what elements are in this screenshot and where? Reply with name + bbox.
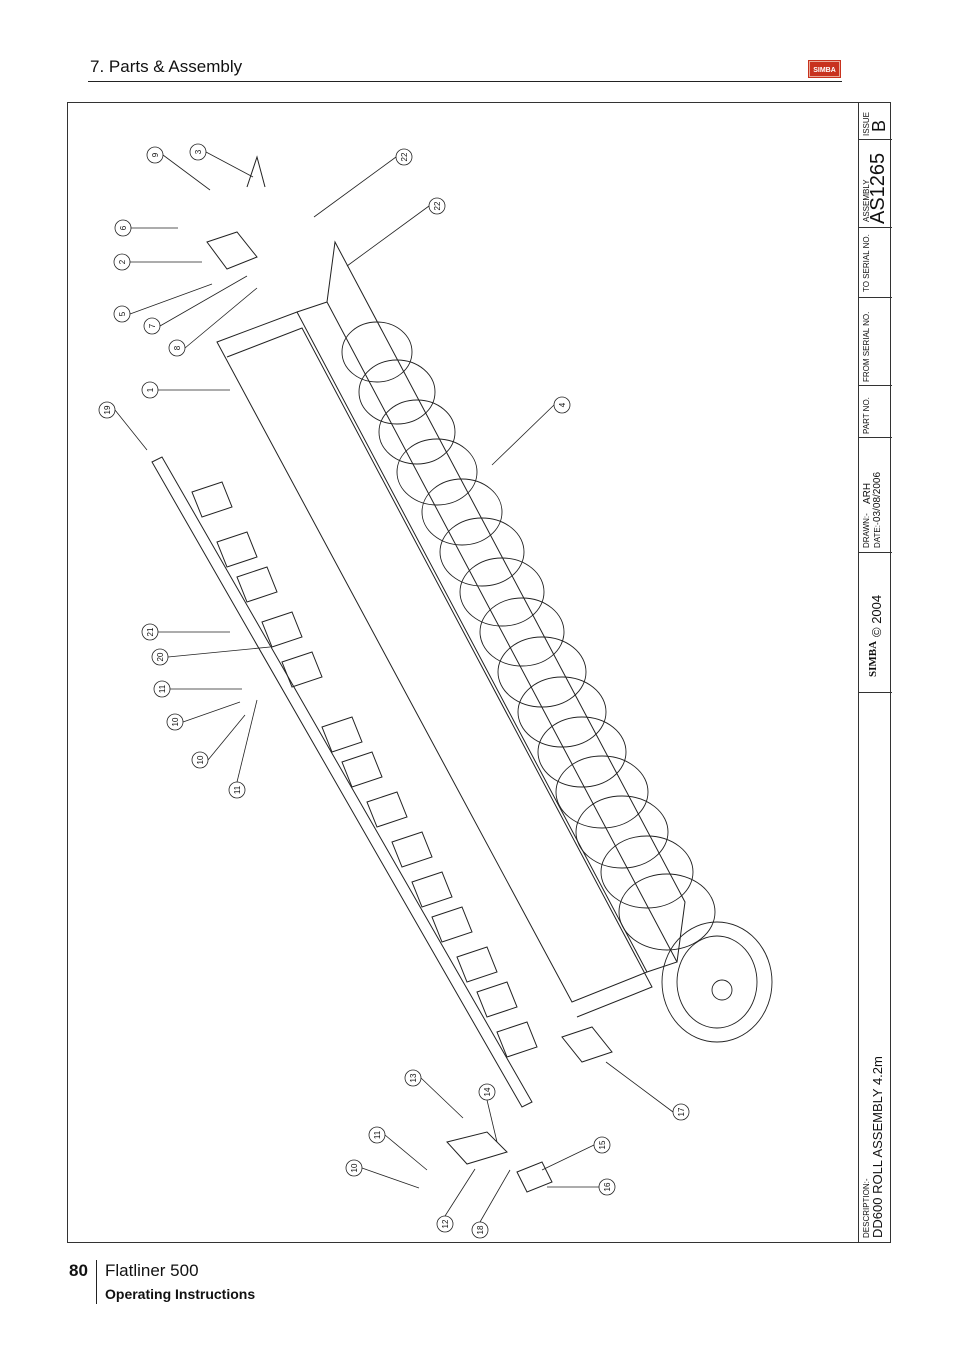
callout [491, 396, 571, 466]
callout [541, 1136, 611, 1171]
callout-label: 12 [441, 1219, 450, 1228]
callout-label: 3 [194, 149, 203, 154]
date-value: 03/08/2006 [872, 471, 883, 522]
footer-divider [96, 1260, 97, 1304]
callout [605, 1061, 690, 1121]
callout [191, 714, 246, 769]
callout-label: 10 [350, 1163, 359, 1172]
drawing-frame [67, 102, 891, 1243]
section-title: 7. Parts & Assembly [90, 57, 243, 76]
callout-label: 17 [677, 1107, 686, 1116]
callout [547, 1178, 616, 1196]
callout-label: 22 [400, 152, 409, 161]
from-serial-label: FROM SERIAL NO. [862, 311, 871, 382]
callout-label: 20 [156, 652, 165, 661]
callout [471, 1169, 511, 1239]
date-label: DATE:- [873, 522, 882, 548]
callout [146, 146, 211, 191]
callout-label: 10 [171, 717, 180, 726]
logo-text: SIMBA [813, 67, 836, 74]
callout [368, 1126, 428, 1171]
issue-value: B [869, 119, 889, 132]
callout [189, 143, 254, 178]
callout-label: 15 [598, 1140, 607, 1149]
callout [151, 646, 271, 666]
callout-label: 16 [603, 1182, 612, 1191]
callout-label: 9 [151, 152, 160, 157]
callout-label: 6 [119, 225, 128, 230]
callout [113, 283, 213, 323]
callout-label: 21 [146, 627, 155, 636]
product-name: Flatliner 500 [105, 1261, 199, 1280]
callout-label: 18 [476, 1225, 485, 1234]
brand-mark: SIMBA [867, 640, 879, 677]
drawn-label: DRAWN:- [862, 513, 871, 548]
callout-label: 10 [196, 755, 205, 764]
part-no-label: PART NO. [862, 397, 871, 434]
callout [228, 699, 258, 799]
callout [313, 148, 413, 218]
callout-group [98, 143, 690, 1239]
roll-discs [341, 321, 773, 1043]
callout-labels: 9 3 6 2 5 7 8 22 22 1 4 19 21 20 11 10 1… [103, 149, 686, 1234]
callout [478, 1083, 498, 1143]
callout [168, 287, 258, 357]
callout-label: 1 [146, 387, 155, 392]
callout-label: 13 [409, 1073, 418, 1082]
description-value: DD600 ROLL ASSEMBLY 4.2m [870, 1056, 885, 1238]
manual-subtitle: Operating Instructions [105, 1286, 256, 1302]
assembly-drawing: 9 3 6 2 5 7 8 22 22 1 4 19 21 20 11 10 1… [98, 143, 773, 1239]
callout [153, 680, 242, 698]
callout [346, 197, 446, 267]
callout-label: 4 [558, 402, 567, 407]
to-serial-label: TO SERIAL NO. [862, 234, 871, 292]
callout-label: 8 [173, 345, 182, 350]
title-block: ISSUE B ASSEMBLY AS1265 TO SERIAL NO. FR… [858, 102, 892, 1243]
tine-brackets [191, 481, 538, 1058]
callout [345, 1159, 420, 1189]
assembly-number: AS1265 [867, 152, 889, 224]
callout [98, 401, 148, 451]
callout [114, 219, 178, 237]
callout [404, 1069, 464, 1119]
header-divider [88, 81, 842, 82]
callout [143, 275, 248, 335]
callout-label: 14 [483, 1087, 492, 1096]
callout-label: 19 [103, 405, 112, 414]
callout [436, 1168, 476, 1233]
copyright: © 2004 [869, 594, 884, 637]
callout-label: 22 [433, 201, 442, 210]
callout-label: 7 [148, 323, 157, 328]
page-number: 80 [69, 1261, 88, 1280]
callout-label: 2 [118, 259, 127, 264]
callout [141, 381, 230, 399]
callout [113, 253, 202, 271]
callout [166, 701, 241, 731]
callout [141, 623, 230, 641]
simba-logo: SIMBA [808, 60, 841, 78]
callout-label: 11 [233, 785, 242, 794]
callout-label: 11 [373, 1130, 382, 1139]
callout-label: 5 [118, 311, 127, 316]
callout-label: 11 [158, 684, 167, 693]
